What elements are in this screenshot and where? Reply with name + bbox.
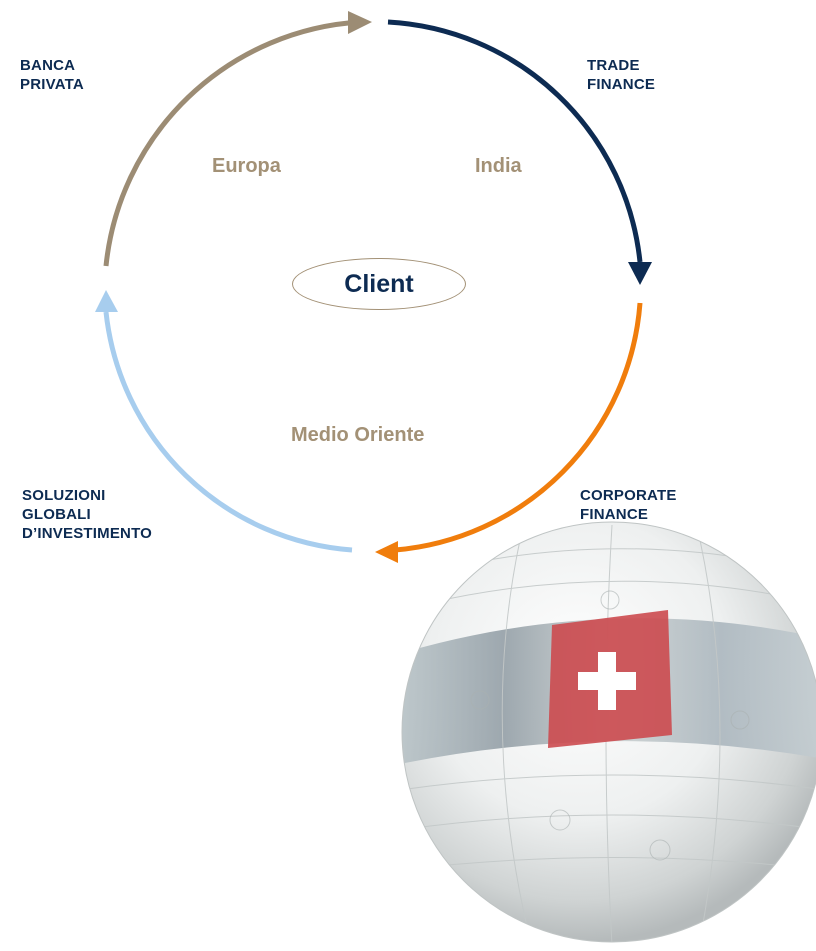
- region-label-europa: Europa: [212, 155, 281, 177]
- banca-privata-arrowhead: [348, 11, 372, 34]
- service-label-banca-privata: BANCA PRIVATA: [20, 57, 84, 93]
- trade-finance-arrowhead: [628, 262, 652, 285]
- trade-finance-arc: [387, 19, 643, 263]
- soluzioni-globali-arrowhead: [95, 290, 118, 312]
- service-label-corporate-finance: CORPORATE FINANCE: [580, 487, 677, 523]
- client-label: Client: [344, 269, 414, 298]
- corporate-finance-arrowhead: [375, 541, 398, 563]
- corporate-finance-arc: [394, 302, 643, 553]
- service-label-soluzioni-globali: SOLUZIONI GLOBALI D’INVESTIMENTO: [22, 487, 153, 542]
- region-label-india: India: [475, 155, 522, 177]
- region-label-medio-oriente: Medio Oriente: [291, 424, 425, 446]
- soluzioni-globali-arc: [103, 311, 353, 553]
- banca-privata-arc: [103, 19, 361, 267]
- service-label-trade-finance: TRADE FINANCE: [587, 57, 656, 93]
- puzzle-globe-image: [401, 521, 816, 943]
- client-ellipse: Client: [292, 258, 466, 310]
